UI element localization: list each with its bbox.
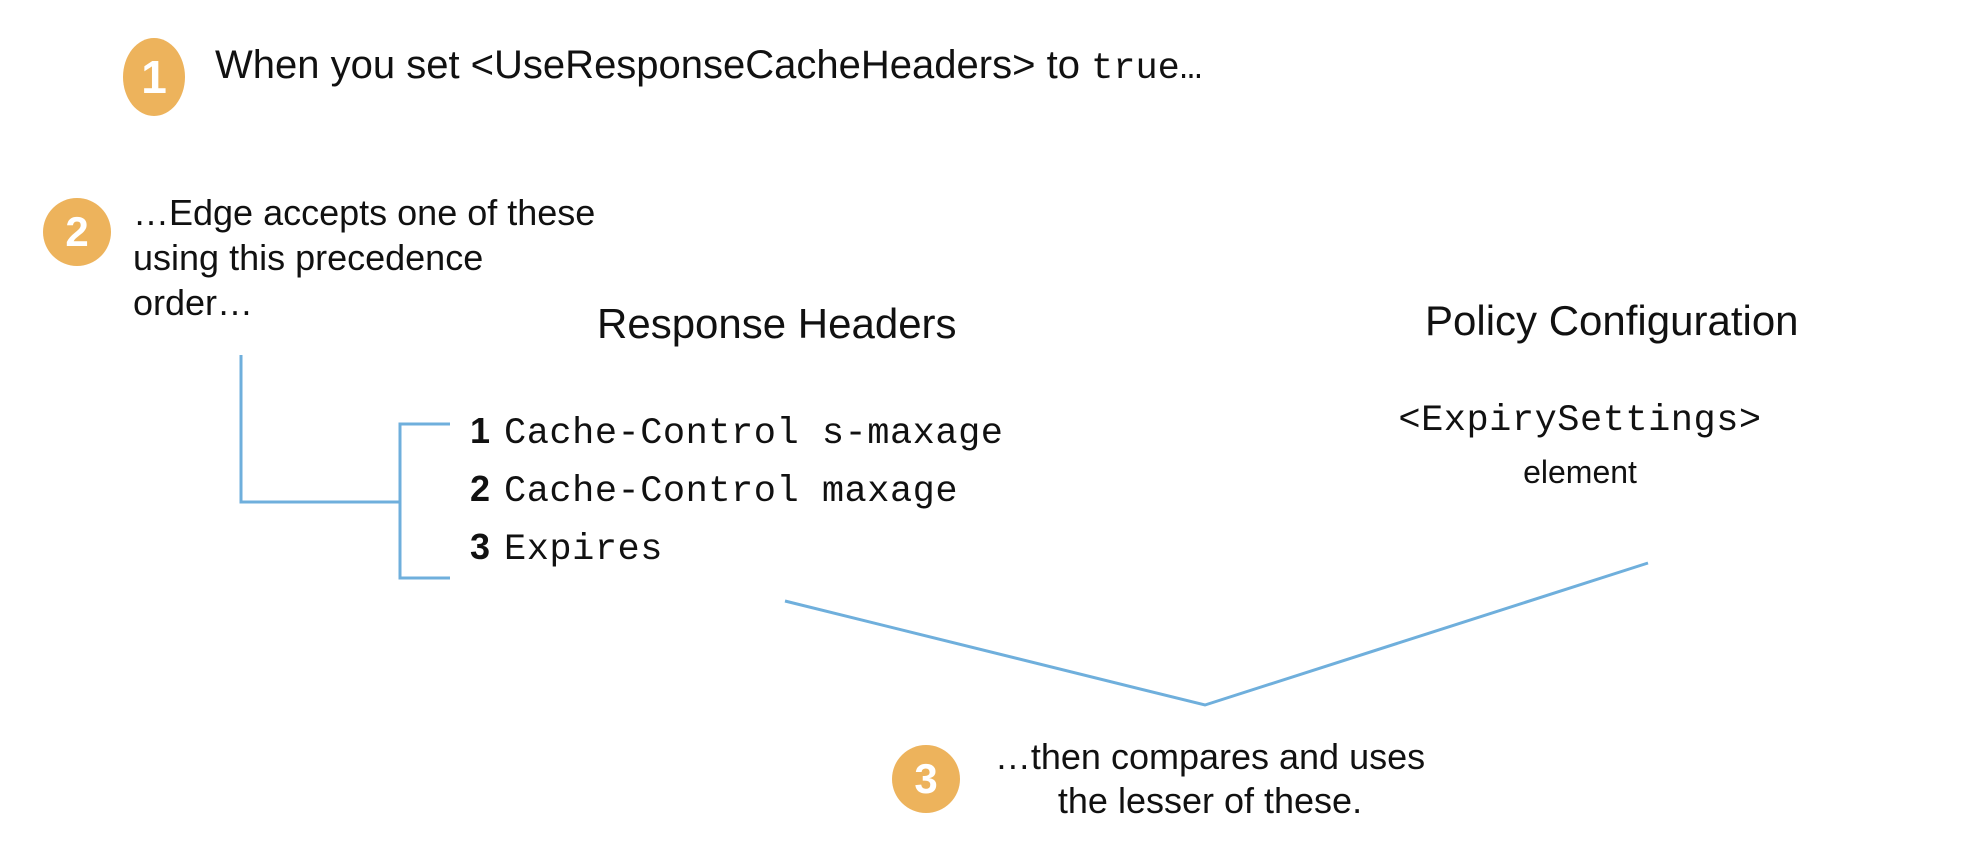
list-item-name: Cache-Control maxage bbox=[504, 471, 959, 513]
step-badge-2: 2 bbox=[43, 198, 111, 266]
step-2-text: …Edge accepts one of these using this pr… bbox=[133, 190, 653, 325]
step-2-line-1: …Edge accepts one of these bbox=[133, 192, 596, 233]
precedence-bracket bbox=[398, 422, 450, 580]
step-3-line-2: the lesser of these. bbox=[1057, 779, 1363, 821]
policy-element-name: <ExpirySettings> bbox=[1398, 400, 1762, 442]
list-item-rank: 1 bbox=[470, 410, 491, 451]
step-1-text-value: true… bbox=[1091, 48, 1203, 90]
list-item: 3 Expires bbox=[470, 526, 1090, 584]
step-2-line-3: order… bbox=[133, 282, 254, 323]
policy-element-label: element bbox=[1523, 454, 1637, 490]
comparison-v-connector bbox=[784, 561, 1649, 707]
step-badge-3: 3 bbox=[892, 745, 960, 813]
step-1-text-prefix: When you set <UseResponseCacheHeaders> t… bbox=[215, 43, 1092, 87]
step-2-line-2: using this precedence bbox=[133, 237, 484, 278]
step-1-text: When you set <UseResponseCacheHeaders> t… bbox=[215, 43, 1202, 90]
list-item-rank: 3 bbox=[470, 526, 491, 567]
step-badge-1: 1 bbox=[123, 38, 185, 116]
response-headers-heading: Response Headers bbox=[597, 300, 957, 347]
list-item-name: Expires bbox=[504, 529, 663, 571]
precedence-list: 1 Cache-Control s-maxage 2 Cache-Control… bbox=[470, 410, 1090, 584]
step-3-text: …then compares and uses the lesser of th… bbox=[975, 735, 1445, 823]
list-item-name: Cache-Control s-maxage bbox=[504, 413, 1004, 455]
step-3-line-1: …then compares and uses bbox=[994, 736, 1426, 777]
list-item: 1 Cache-Control s-maxage bbox=[470, 410, 1090, 468]
step2-elbow-connector bbox=[239, 355, 400, 504]
list-item-rank: 2 bbox=[470, 468, 491, 509]
policy-configuration-heading: Policy Configuration bbox=[1425, 297, 1799, 344]
policy-configuration-body: <ExpirySettings> element bbox=[1360, 400, 1800, 491]
list-item: 2 Cache-Control maxage bbox=[470, 468, 1090, 526]
